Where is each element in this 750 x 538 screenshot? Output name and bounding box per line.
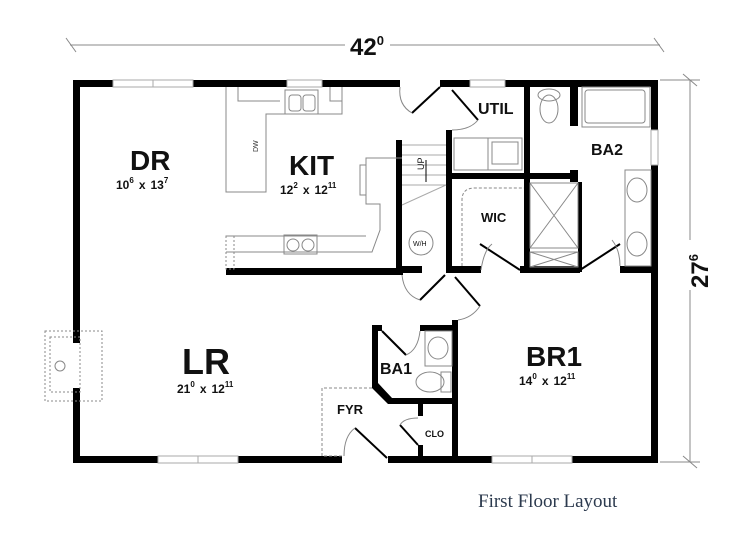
stairs-up-label: UP	[416, 157, 426, 170]
room-label-lr: LR	[182, 341, 230, 382]
doors	[343, 86, 621, 459]
room-label-fyr: FYR	[337, 402, 364, 417]
room-label-wic: WIC	[481, 210, 507, 225]
room-label-clo: CLO	[425, 429, 444, 439]
room-label-kit: KIT	[289, 150, 334, 181]
room-label-util: UTIL	[478, 101, 514, 118]
width-dimension: 420	[350, 33, 384, 61]
windows	[112, 79, 659, 464]
depth-dimension: 276	[686, 254, 714, 288]
room-label-br1: BR1	[526, 341, 582, 372]
water-heater-label: W/H	[413, 241, 427, 248]
plan-title: First Floor Layout	[478, 491, 618, 512]
room-label-dr: DR	[130, 145, 170, 176]
room-label-ba2: BA2	[591, 142, 623, 159]
room-label-ba1: BA1	[380, 361, 412, 378]
walls	[73, 80, 658, 463]
dishwasher-label: DW	[253, 140, 260, 152]
fixtures	[44, 86, 652, 457]
